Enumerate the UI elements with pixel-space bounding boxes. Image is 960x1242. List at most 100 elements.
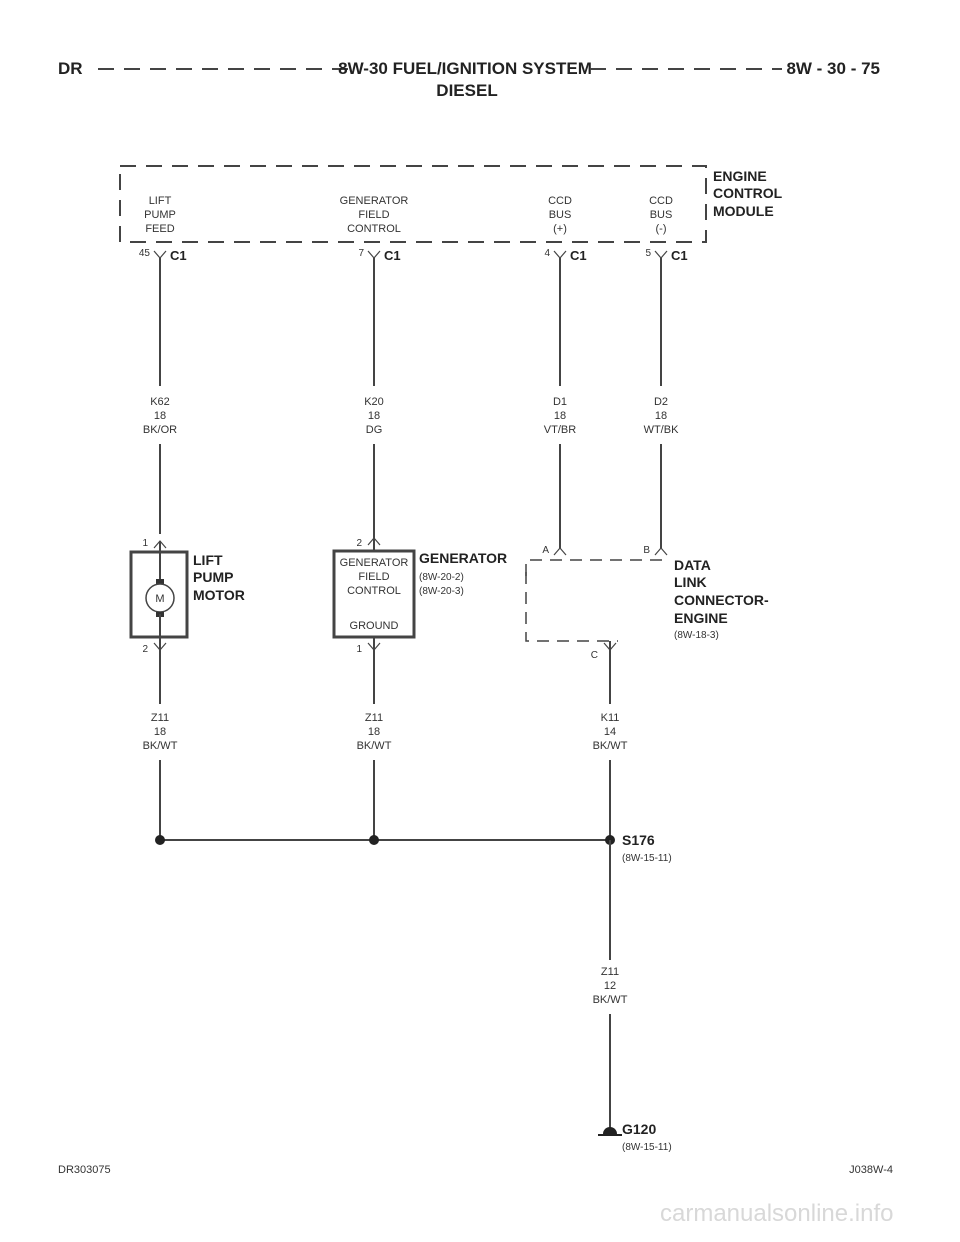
data-link-connector: A B C DATA LINK CONNECTOR- ENGINE (8W-18… xyxy=(525,545,769,661)
header-title: 8W-30 FUEL/IGNITION SYSTEM xyxy=(338,59,592,78)
wire-gauge: 12 xyxy=(604,980,616,992)
wire-color: BK/OR xyxy=(143,424,177,436)
wire-circuit: Z11 xyxy=(601,966,619,978)
pin-number: 2 xyxy=(356,538,362,549)
wire-color: BK/WT xyxy=(143,740,178,752)
dlc-ref: (8W-18-3) xyxy=(674,630,719,641)
pin-number: 7 xyxy=(358,248,364,259)
wire-gauge: 18 xyxy=(154,726,166,738)
lower-wires: Z11 18 BK/WT Z11 18 BK/WT K11 14 BK/WT xyxy=(143,650,628,838)
splice-dot-icon xyxy=(155,835,165,845)
dlc-outline-top xyxy=(525,559,668,576)
pin-number: 45 xyxy=(139,248,151,259)
dlc-outline-bottom xyxy=(525,572,618,642)
wire-circuit: K20 xyxy=(364,396,384,408)
ecm-pin-label: BUS xyxy=(549,209,572,221)
wire-circuit: D1 xyxy=(553,396,567,408)
generator-ref: (8W-20-2) xyxy=(419,572,464,583)
ground-ref: (8W-15-11) xyxy=(622,1142,672,1153)
wire-circuit: K11 xyxy=(601,712,620,724)
lift-pump-name-1: LIFT xyxy=(193,552,223,568)
wire-circuit: K62 xyxy=(150,396,170,408)
generator-ground-label: GROUND xyxy=(350,620,399,632)
ecm-pin-label: (-) xyxy=(656,223,667,235)
wire-gauge: 14 xyxy=(604,726,616,738)
ecm-pin-label: CCD xyxy=(548,195,572,207)
ecm-name-3: MODULE xyxy=(713,203,774,219)
wire-gauge: 18 xyxy=(368,410,380,422)
ecm-pin-label: CCD xyxy=(649,195,673,207)
ecm-connector-pins: 45 C1 7 C1 4 C1 5 C1 xyxy=(139,248,688,263)
generator-field-label: FIELD xyxy=(358,571,389,583)
ecm-pin-label: FIELD xyxy=(358,209,389,221)
wire-gauge: 18 xyxy=(368,726,380,738)
pin-fork-icon xyxy=(553,250,567,259)
ecm-outline xyxy=(119,165,707,243)
connector-id: C1 xyxy=(384,248,401,263)
splice-dot-icon xyxy=(369,835,379,845)
pin-label: B xyxy=(643,545,650,556)
brush-icon xyxy=(156,579,164,584)
dlc-name-2: LINK xyxy=(674,574,707,590)
wire-color: BK/WT xyxy=(593,994,628,1006)
wire-color: BK/WT xyxy=(593,740,628,752)
wire-circuit: D2 xyxy=(654,396,668,408)
wire-color: DG xyxy=(366,424,383,436)
pin-number: 5 xyxy=(645,248,651,259)
pin-fork-icon xyxy=(654,250,668,259)
connector-id: C1 xyxy=(671,248,688,263)
lift-pump-name-2: PUMP xyxy=(193,569,233,585)
generator-name: GENERATOR xyxy=(419,550,507,566)
dlc-name-3: CONNECTOR- xyxy=(674,592,769,608)
dlc-name-4: ENGINE xyxy=(674,610,728,626)
splice-ref: (8W-15-11) xyxy=(622,853,672,864)
ground-name: G120 xyxy=(622,1121,656,1137)
ecm-pin-label: BUS xyxy=(650,209,673,221)
header-right: 8W - 30 - 75 xyxy=(786,59,880,78)
splice-name: S176 xyxy=(622,832,655,848)
ecm-pin-label: GENERATOR xyxy=(340,195,409,207)
generator-field-label: GENERATOR xyxy=(340,557,409,569)
ground-icon xyxy=(603,1127,617,1134)
pin-fork-icon xyxy=(654,547,668,556)
upper-wires: K62 18 BK/OR K20 18 DG D1 18 VT/BR D2 18… xyxy=(143,258,679,548)
ecm-pin-label: CONTROL xyxy=(347,223,401,235)
wire-circuit: Z11 xyxy=(365,712,383,724)
ecm-pin-label: FEED xyxy=(145,223,174,235)
ecm-name-2: CONTROL xyxy=(713,185,783,201)
pin-label: C xyxy=(591,650,598,661)
splice-s176: S176 (8W-15-11) xyxy=(155,832,672,864)
pin-fork-icon xyxy=(367,250,381,259)
wire-gauge: 18 xyxy=(655,410,667,422)
generator: 2 GENERATOR FIELD CONTROL GROUND 1 GENER… xyxy=(332,537,507,655)
connector-id: C1 xyxy=(170,248,187,263)
wire-color: WT/BK xyxy=(644,424,679,436)
ground-wire: Z11 12 BK/WT xyxy=(593,840,628,1128)
pin-number: 1 xyxy=(356,644,362,655)
ecm-pin-label: (+) xyxy=(553,223,567,235)
ecm-pin-label: PUMP xyxy=(144,209,176,221)
generator-field-label: CONTROL xyxy=(347,585,401,597)
engine-control-module: ENGINE CONTROL MODULE LIFT PUMP FEED GEN… xyxy=(119,165,783,243)
pin-number: 2 xyxy=(142,644,148,655)
footer-right: J038W-4 xyxy=(849,1164,893,1176)
wire-color: VT/BR xyxy=(544,424,576,436)
wire-circuit: Z11 xyxy=(151,712,169,724)
generator-ref: (8W-20-3) xyxy=(419,586,464,597)
wire-color: BK/WT xyxy=(357,740,392,752)
header-subtitle: DIESEL xyxy=(436,81,497,100)
pin-label: A xyxy=(542,545,549,556)
ecm-name-1: ENGINE xyxy=(713,168,767,184)
footer-left: DR303075 xyxy=(58,1164,111,1176)
watermark: carmanualsonline.info xyxy=(660,1200,894,1227)
motor-symbol: M xyxy=(155,593,164,605)
pin-fork-icon xyxy=(553,547,567,556)
pin-fork-icon xyxy=(153,250,167,259)
pin-number: 1 xyxy=(142,538,148,549)
wire-gauge: 18 xyxy=(154,410,166,422)
lift-pump-motor: 1 M 2 LIFT PUMP MOTOR xyxy=(129,538,245,655)
wire-gauge: 18 xyxy=(554,410,566,422)
ecm-pin-label: LIFT xyxy=(149,195,172,207)
